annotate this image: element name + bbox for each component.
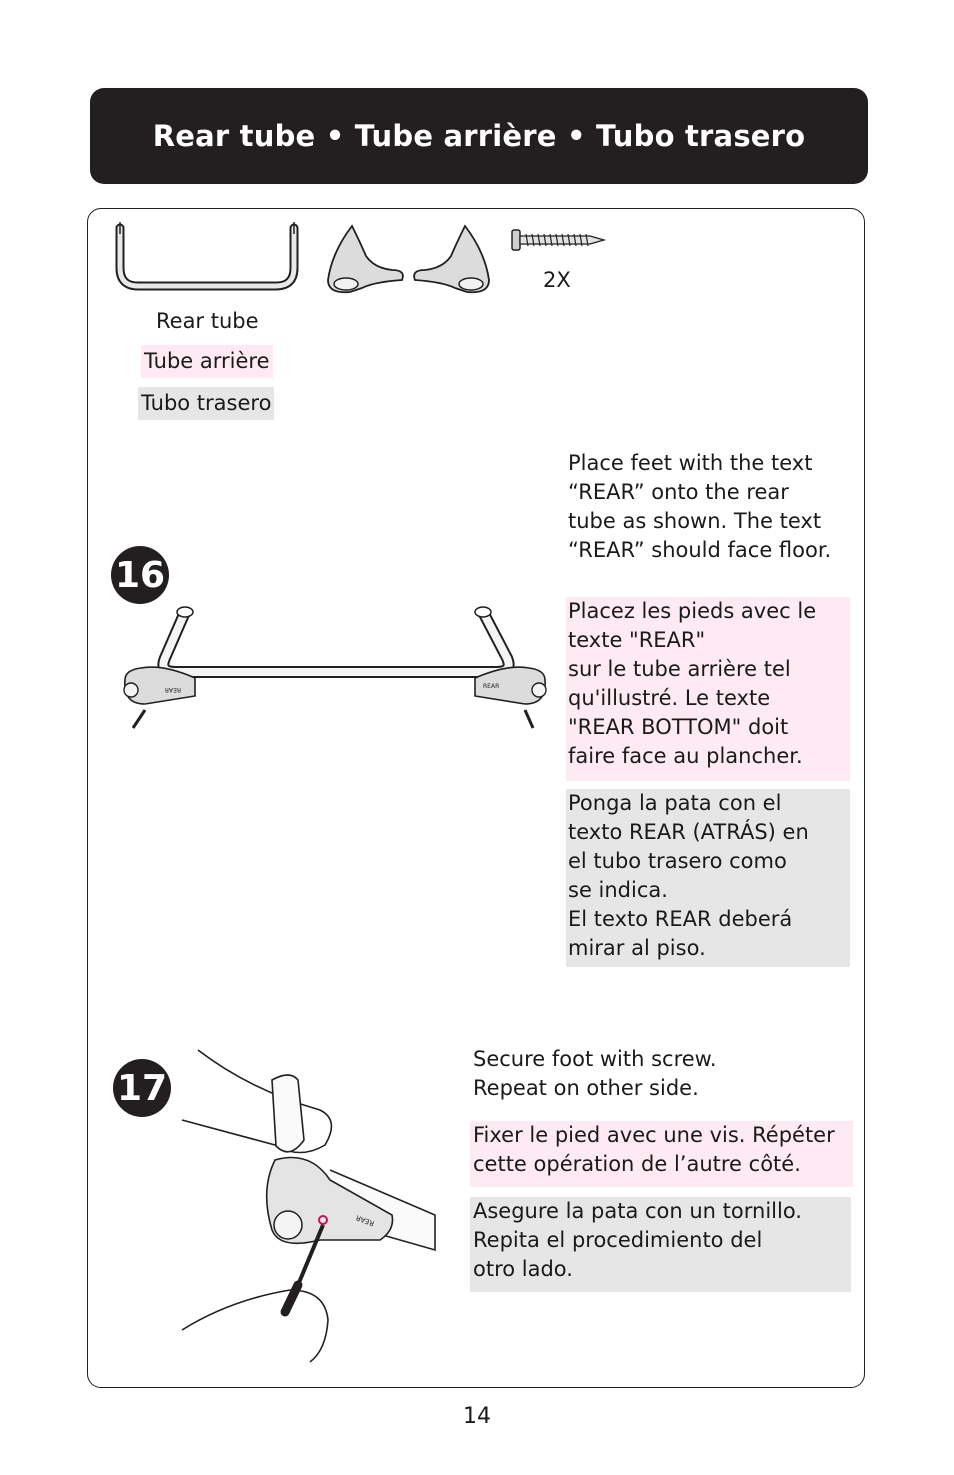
- right-foot-rear-label: REAR: [483, 683, 499, 690]
- right-foot-illustration: [410, 222, 495, 297]
- step-16-text-fr: Placez les pieds avec le texte "REAR" su…: [566, 597, 850, 781]
- screw-quantity: 2X: [543, 268, 571, 292]
- rear-tube-label-en: Rear tube: [153, 305, 262, 338]
- rear-tube-label-fr: Tube arrière: [141, 345, 273, 378]
- rear-tube-illustration: [112, 220, 302, 295]
- step-17-badge: 17: [113, 1059, 171, 1117]
- left-foot-rear-label: REAR: [165, 686, 181, 693]
- step-16-badge: 16: [111, 546, 169, 604]
- step-17-text-en: Secure foot with screw. Repeat on other …: [473, 1045, 853, 1103]
- screw-icon: [510, 226, 610, 256]
- step-16-illustration: REAR REAR: [115, 600, 555, 740]
- step-17-text-es: Asegure la pata con un tornillo. Repita …: [470, 1197, 851, 1292]
- section-title: Rear tube • Tube arrière • Tubo trasero: [153, 119, 806, 153]
- step-17-text-fr: Fixer le pied avec une vis. Répéter cett…: [470, 1121, 853, 1187]
- rear-tube-label-es: Tubo trasero: [138, 387, 274, 420]
- step-16-text-en: Place feet with the text “REAR” onto the…: [568, 449, 852, 565]
- page-number: 14: [0, 1404, 954, 1429]
- step-16-text-es: Ponga la pata con el texto REAR (ATRÁS) …: [566, 789, 850, 967]
- left-foot-illustration: [322, 222, 407, 297]
- step-17-illustration: REAR: [180, 1050, 445, 1370]
- section-header: Rear tube • Tube arrière • Tubo trasero: [90, 88, 868, 184]
